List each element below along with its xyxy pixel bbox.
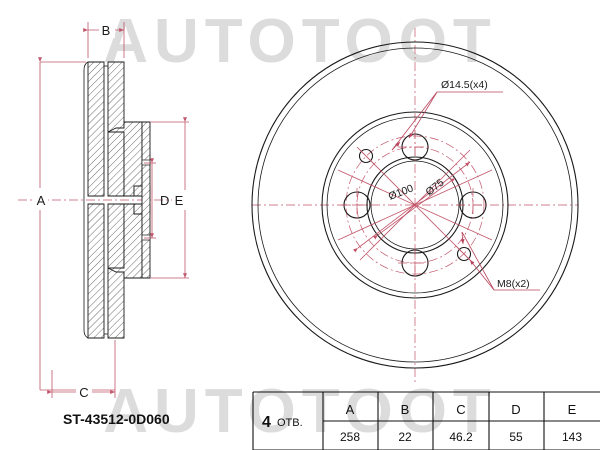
- center-bore-dim-line: [372, 177, 456, 240]
- watermark-text-top: AUTOTOOT: [103, 7, 497, 76]
- watermark-bottom: AUTOTOOT: [103, 377, 497, 446]
- part-number-label: ST-43512-0D060: [63, 411, 170, 427]
- annotation-m8-holes: M8(x2): [460, 231, 540, 291]
- dimension-c: C: [47, 340, 116, 400]
- hat-outer-circle: [321, 111, 509, 299]
- table-value-b: 22: [398, 430, 412, 444]
- table-header-a: A: [346, 402, 355, 417]
- hat-inner-circle: [326, 116, 504, 294]
- friction-ring-outer-lower: [87, 203, 105, 339]
- dimension-e: E: [150, 117, 189, 279]
- dimension-b-label: B: [102, 23, 111, 38]
- bolt-holes-leader-1: [408, 91, 438, 139]
- holes-count-label: ОТВ.: [277, 417, 303, 429]
- table-value-c: 46.2: [449, 430, 473, 444]
- table-value-a: 258: [340, 430, 360, 444]
- dimension-d-label: D: [160, 193, 169, 208]
- bolt-holes-label: Ø14.5(x4): [441, 79, 488, 91]
- disc-outer-circle: [251, 41, 579, 369]
- holes-count-value: 4: [262, 414, 271, 431]
- table-value-d: 55: [509, 430, 523, 444]
- m8-holes-label: M8(x2): [497, 278, 530, 290]
- section-geometry: [83, 61, 151, 339]
- annotation-bolt-holes: Ø14.5(x4): [391, 79, 503, 151]
- dimension-b: B: [83, 20, 125, 58]
- m8-leader-2: [461, 231, 495, 291]
- table-header-c: C: [456, 402, 465, 417]
- spec-table: 4 ОТВ. A B C D E 258 22 46.2 55 143: [252, 391, 600, 450]
- dimension-e-label: E: [175, 193, 184, 208]
- face-view: Ø100 Ø75 Ø14.5(x4) M8(x2): [251, 28, 579, 382]
- friction-ring-outer-upper: [87, 61, 105, 197]
- table-header-d: D: [511, 402, 520, 417]
- m8-leader-1: [469, 259, 495, 291]
- dimension-e-label-bg: [172, 190, 186, 210]
- dimension-d: D: [144, 158, 169, 239]
- dimension-c-label: C: [79, 385, 88, 400]
- disc-outer-edge: [83, 61, 89, 339]
- dimension-c-label-bg: [76, 382, 92, 400]
- disc-friction-edge-circle: [257, 47, 573, 363]
- m8-leader-2-tip: [460, 231, 465, 245]
- hub-bolt-hole-upper: [141, 159, 151, 166]
- table-value-e: 143: [562, 430, 582, 444]
- bolt-holes-leader-2: [391, 91, 438, 151]
- dimension-b-label-bg: [99, 20, 115, 38]
- dimension-a-label-bg: [34, 188, 48, 210]
- dimension-a-label: A: [37, 193, 46, 208]
- hub-bolt-hole-lower: [141, 234, 151, 241]
- section-view: B A D E: [18, 20, 189, 427]
- table-header-e: E: [568, 402, 577, 417]
- bolt-holes-leader-2-tip: [391, 141, 401, 151]
- table-header-b: B: [401, 402, 410, 417]
- watermark-top: AUTOTOOT: [103, 7, 497, 76]
- watermark-text-bottom: AUTOTOOT: [103, 377, 497, 446]
- hub-face-plate: [141, 121, 151, 279]
- bolt-circle-label: Ø100: [387, 182, 415, 202]
